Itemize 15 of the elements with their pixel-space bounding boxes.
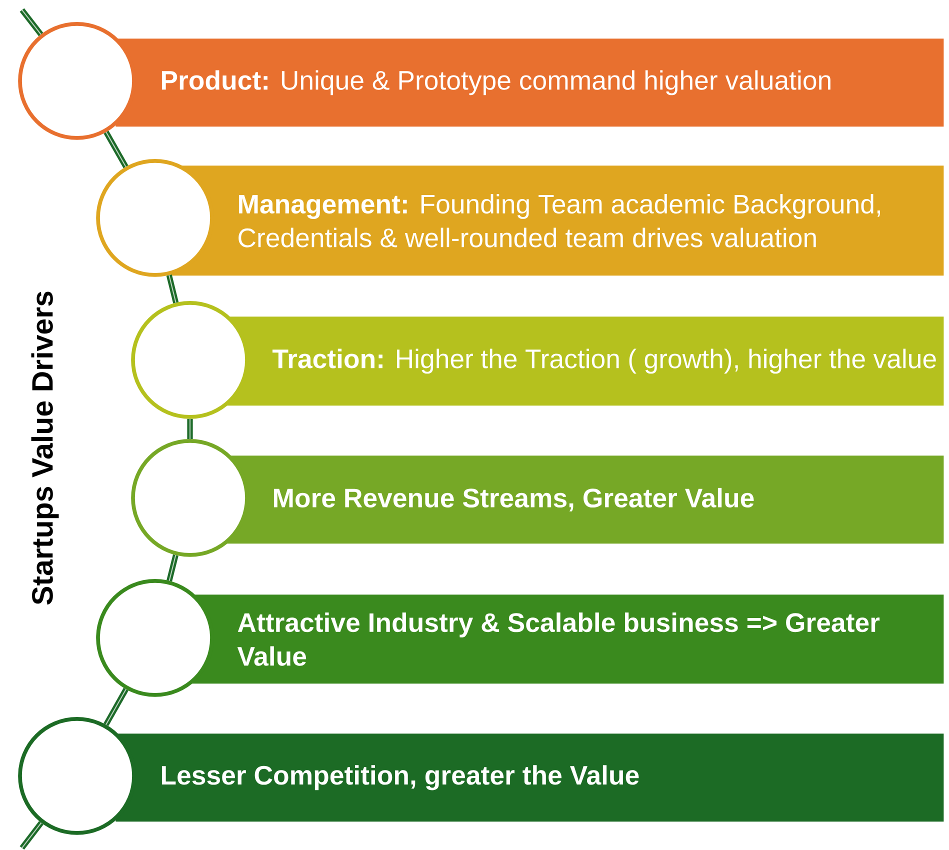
- value-bar: Product: Unique & Prototype command higher valuation: [116, 38, 944, 127]
- title: Startups Value Drivers: [31, 292, 59, 605]
- spine-line: [166, 274, 179, 304]
- value-bar: Management: Founding Team academic Background, Credentials & well-rounded team drives valuation: [170, 166, 944, 276]
- spine-line: [166, 554, 178, 582]
- spine-line: [187, 418, 193, 440]
- value-bar: Traction: Higher the Traction ( growth), higher the value: [206, 316, 944, 406]
- spine-line: [20, 8, 44, 36]
- value-bar: More Revenue Streams, Greater Value: [206, 456, 944, 544]
- spine-line: [104, 130, 128, 168]
- circle-marker: [18, 717, 136, 835]
- value-bar: Lesser Competition, greater the Value: [116, 734, 944, 822]
- value-bar: Attractive Industry & Scalable business => Greater Value: [170, 594, 944, 684]
- spine-line: [20, 821, 44, 850]
- spine-line: [104, 688, 128, 726]
